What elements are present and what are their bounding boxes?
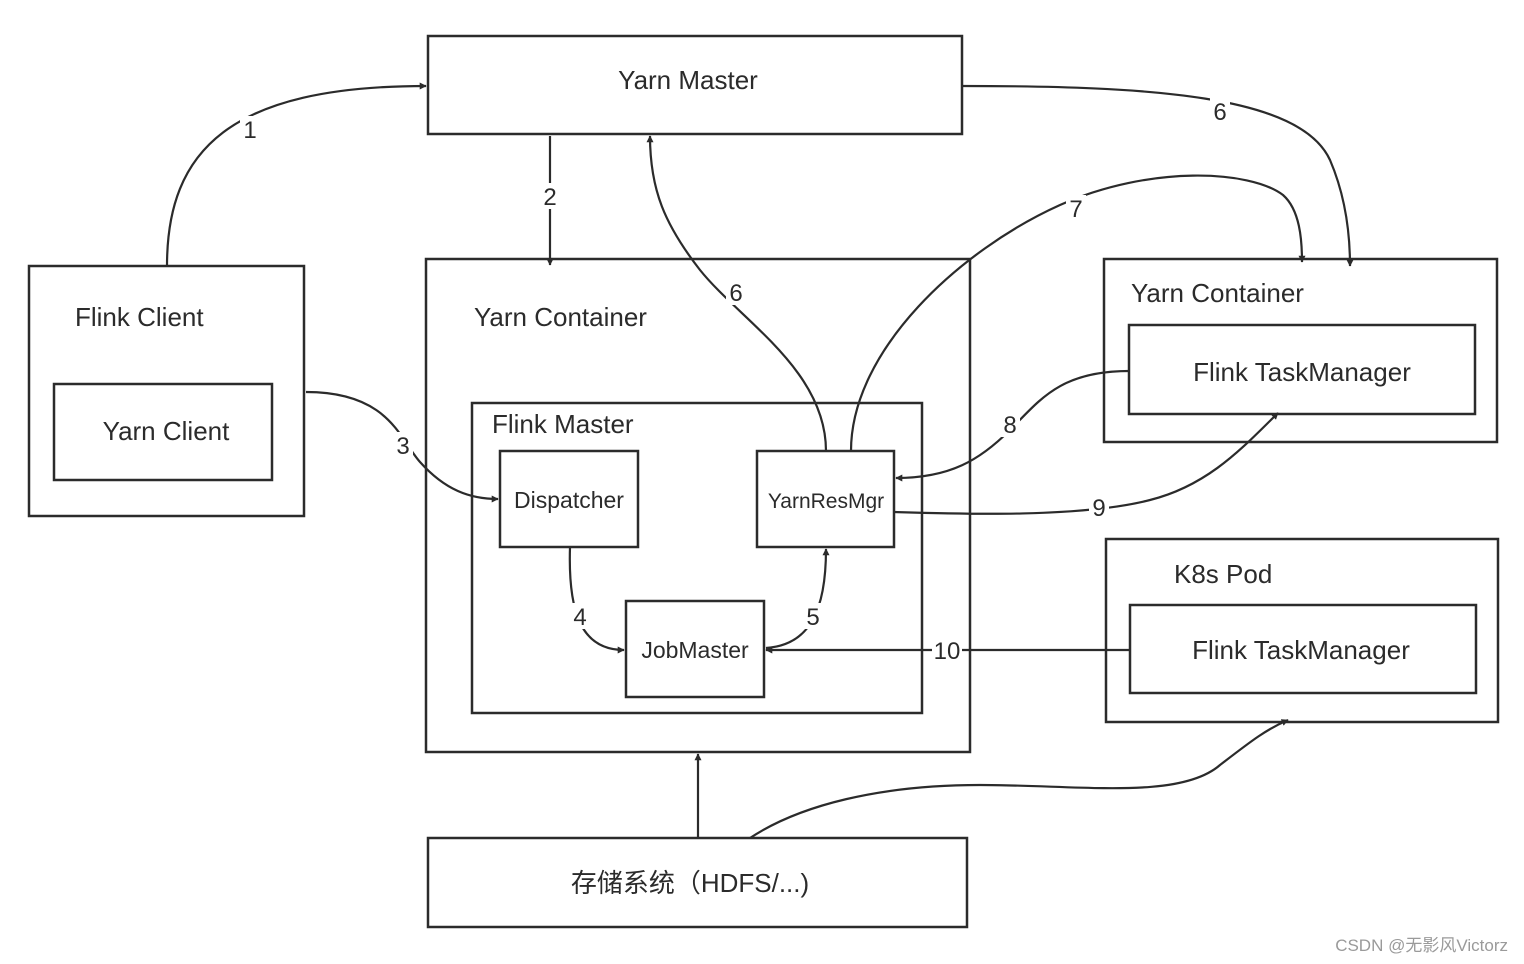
watermark: CSDN @无影风Victorz bbox=[1335, 936, 1508, 955]
edge-2-label-group: 2 bbox=[540, 183, 560, 211]
storage-label: 存储系统（HDFS/...) bbox=[571, 868, 809, 898]
flink-master-label: Flink Master bbox=[492, 409, 634, 439]
yarn-master-node: Yarn Master bbox=[426, 34, 964, 136]
edge-3-label-group: 3 bbox=[393, 432, 413, 460]
storage-node: 存储系统（HDFS/...) bbox=[426, 836, 969, 929]
edge-3 bbox=[305, 390, 499, 503]
k8s-pod-label: K8s Pod bbox=[1174, 559, 1272, 589]
flink-client-label: Flink Client bbox=[75, 302, 204, 332]
edge-8-label: 8 bbox=[1003, 412, 1016, 439]
edge-7 bbox=[849, 174, 1306, 452]
job-master-label: JobMaster bbox=[641, 637, 749, 663]
edge-6b-label: 6 bbox=[1213, 99, 1226, 126]
yarn-client-label: Yarn Client bbox=[103, 416, 230, 446]
flink-taskmanager-yarn-node: Flink TaskManager bbox=[1127, 323, 1477, 416]
edge-5-label-group: 5 bbox=[803, 603, 823, 631]
job-master-node: JobMaster bbox=[624, 599, 766, 699]
yarn-client-node: Yarn Client bbox=[52, 382, 274, 482]
yarn-container-main-label: Yarn Container bbox=[474, 302, 647, 332]
flink-taskmanager-k8s-label: Flink TaskManager bbox=[1192, 635, 1410, 665]
edge-4-label-group: 4 bbox=[570, 603, 590, 631]
edge-7-label-group: 7 bbox=[1066, 195, 1086, 223]
yarn-res-mgr-label: YarnResMgr bbox=[768, 490, 884, 513]
edge-6a-label: 6 bbox=[729, 280, 742, 307]
dispatcher-node: Dispatcher bbox=[498, 449, 640, 549]
edge-1-label: 1 bbox=[243, 117, 256, 144]
edge-10-label-group: 10 bbox=[932, 637, 962, 665]
yarn-master-label: Yarn Master bbox=[618, 65, 758, 95]
edge-10-label: 10 bbox=[934, 638, 961, 665]
dispatcher-label: Dispatcher bbox=[514, 487, 624, 513]
edge-1-label-group: 1 bbox=[240, 116, 260, 144]
edge-1 bbox=[165, 82, 427, 267]
edge-6b-label-group: 6 bbox=[1210, 98, 1230, 126]
edge-storage-to-k8s-pod bbox=[749, 718, 1289, 839]
flink-taskmanager-yarn-label: Flink TaskManager bbox=[1193, 357, 1411, 387]
flink-taskmanager-k8s-node: Flink TaskManager bbox=[1128, 603, 1478, 695]
yarn-container-right-label: Yarn Container bbox=[1131, 278, 1304, 308]
edge-6a-label-group: 6 bbox=[726, 279, 746, 307]
edge-9-label: 9 bbox=[1092, 495, 1105, 522]
edge-6a bbox=[646, 135, 828, 452]
edge-5-label: 5 bbox=[806, 604, 819, 631]
edge-7-label: 7 bbox=[1069, 196, 1082, 223]
edge-6b bbox=[961, 84, 1354, 267]
yarn-res-mgr-node: YarnResMgr bbox=[755, 449, 896, 549]
edge-9 bbox=[893, 412, 1279, 515]
edge-2-label: 2 bbox=[543, 184, 556, 211]
edge-4-label: 4 bbox=[573, 604, 586, 631]
edge-9-label-group: 9 bbox=[1089, 494, 1109, 522]
edge-3-label: 3 bbox=[396, 433, 409, 460]
edge-8-label-group: 8 bbox=[1000, 411, 1020, 439]
